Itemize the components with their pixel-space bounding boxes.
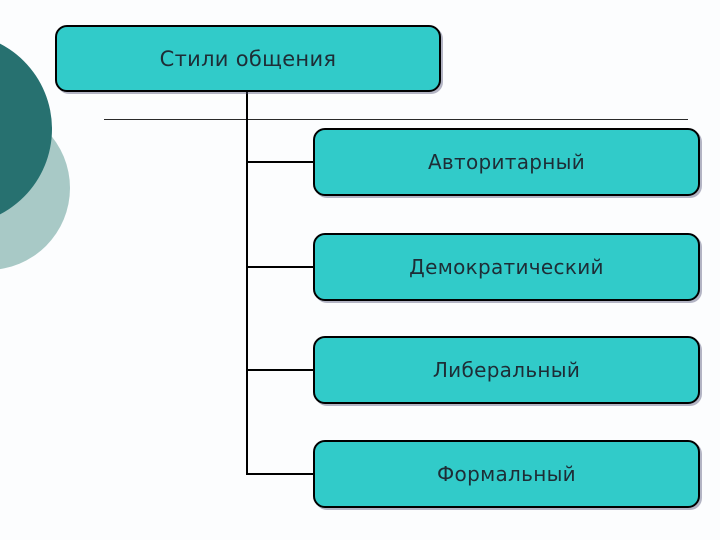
node-label-democratic: Демократический: [409, 255, 604, 279]
title-underline-rule: [104, 119, 688, 120]
node-box-democratic: Демократический: [313, 233, 700, 301]
node-label-authoritarian: Авторитарный: [427, 150, 586, 174]
tree-connector-line-3: [246, 369, 314, 371]
node-box-formal: Формальный: [313, 440, 700, 508]
node-box-authoritarian: Авторитарный: [313, 128, 700, 196]
node-label-formal: Формальный: [437, 462, 576, 486]
tree-trunk-line: [246, 92, 248, 475]
tree-connector-line-1: [246, 161, 314, 163]
root-node-label: Стили общения: [159, 46, 337, 71]
tree-connector-line-2: [246, 266, 314, 268]
node-label-liberal: Либеральный: [432, 358, 581, 382]
root-node-box-communication-styles: Стили общения: [55, 25, 441, 92]
tree-connector-line-4: [246, 473, 314, 475]
node-box-liberal: Либеральный: [313, 336, 700, 404]
